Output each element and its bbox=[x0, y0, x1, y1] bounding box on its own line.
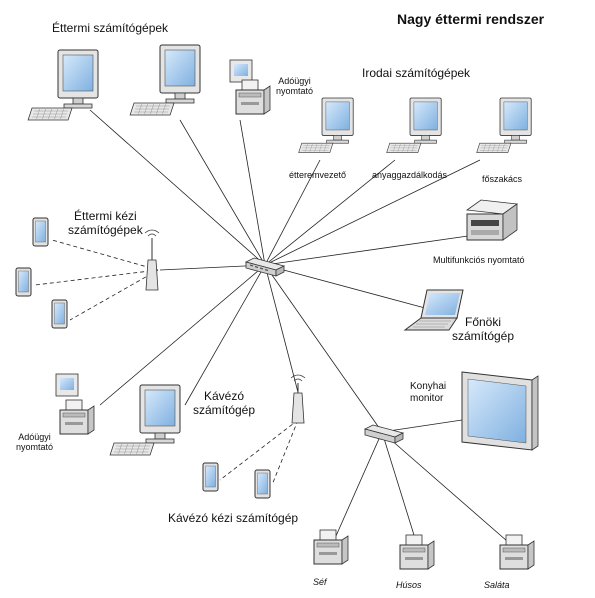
label-tax-printer-top: Adóügyi nyomtató bbox=[276, 76, 314, 97]
wireless-access-point-2 bbox=[290, 374, 306, 424]
cafe-handheld-1 bbox=[202, 462, 219, 492]
handheld-1 bbox=[32, 217, 49, 247]
label-office-pcs: Irodai számítógépek bbox=[362, 66, 471, 80]
label-handhelds: Éttermi kézi számítógépek bbox=[68, 209, 143, 237]
salad-printer bbox=[499, 534, 535, 570]
diagram-title: Nagy éttermi rendszer bbox=[397, 11, 545, 27]
kitchen-switch bbox=[363, 424, 405, 444]
restaurant-pc-2 bbox=[129, 44, 201, 116]
cafe-handheld-2 bbox=[254, 469, 271, 499]
label-multifunction-printer: Multifunkciós nyomtató bbox=[433, 255, 525, 265]
label-fiscal-printer: Adóügyi nyomtató bbox=[16, 432, 54, 453]
label-butcher: Húsos bbox=[396, 580, 422, 590]
label-chef-pc: főszakács bbox=[482, 174, 523, 184]
chef-printer bbox=[313, 529, 349, 565]
label-cafe-pc: Kávézó számítógép bbox=[193, 389, 256, 417]
label-kitchen-monitor: Konyhai monitor bbox=[410, 381, 447, 404]
network-links bbox=[89, 109, 516, 549]
cafe-pc bbox=[109, 384, 181, 456]
boss-laptop bbox=[403, 289, 464, 331]
kitchen-monitor bbox=[461, 371, 539, 451]
handheld-2 bbox=[15, 267, 32, 297]
label-manager: étteremvezető bbox=[289, 170, 347, 180]
label-cafe-handheld: Kávézó kézi számítógép bbox=[168, 511, 299, 525]
office-pc-chef bbox=[476, 97, 532, 153]
butcher-printer bbox=[399, 534, 435, 570]
handheld-3 bbox=[51, 299, 68, 329]
restaurant-pc-1 bbox=[27, 49, 99, 121]
label-restaurant-pcs: Éttermi számítógépek bbox=[52, 21, 169, 35]
wireless-links bbox=[34, 239, 299, 486]
wireless-access-point-1 bbox=[144, 229, 160, 291]
central-switch bbox=[244, 257, 286, 277]
tax-printer-top bbox=[229, 59, 271, 115]
office-pc-manager bbox=[298, 97, 354, 153]
office-pc-accounting bbox=[386, 97, 442, 153]
label-accounting: anyaggazdálkodás bbox=[372, 170, 448, 180]
label-chef: Séf bbox=[313, 577, 327, 587]
fiscal-printer bbox=[55, 373, 95, 435]
label-boss-pc: Főnöki számítógép bbox=[452, 315, 515, 343]
multifunction-printer bbox=[465, 199, 519, 241]
label-salad: Saláta bbox=[484, 580, 510, 590]
